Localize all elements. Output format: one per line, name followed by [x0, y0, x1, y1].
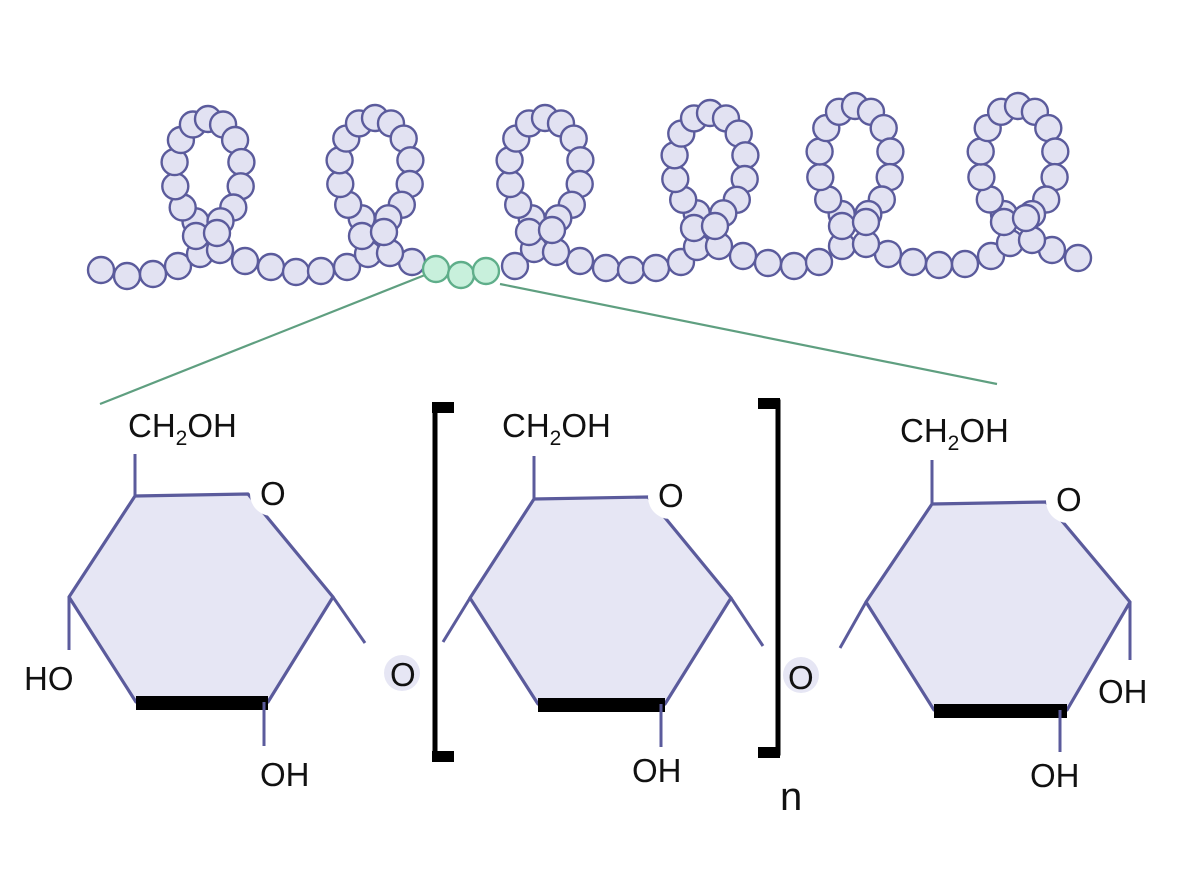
glycosidic-bond-out [729, 597, 765, 647]
ho-label: HO [24, 660, 74, 697]
zoom-line-right [499, 282, 998, 386]
glycosidic-bond-in [441, 597, 472, 643]
highlighted-glucose-bead [471, 256, 501, 286]
glycosidic-oxygen-left: O [384, 655, 420, 693]
glucose-unit-left: CH2OH O HO OH [24, 407, 367, 793]
glucose-bead [1041, 137, 1070, 166]
glucose-bead [591, 253, 621, 283]
glucose-bead [806, 162, 835, 192]
glucose-bead [616, 255, 646, 285]
oh-label: OH [632, 752, 682, 789]
bracket-left [432, 404, 454, 760]
glucose-bead [161, 172, 190, 201]
glucose-bead [967, 162, 996, 192]
glucose-bead [700, 211, 730, 241]
glucose-unit-repeat: CH2OH O OH [441, 407, 765, 789]
bracket-right-cap-bottom [758, 747, 780, 758]
oh-label: OH [260, 756, 310, 793]
ring-oxygen-halo [1046, 479, 1090, 523]
glucose-bead [86, 255, 116, 285]
glucose-bead [566, 146, 595, 175]
helical-chain [86, 91, 1093, 291]
glucose-bead [138, 259, 168, 289]
glucose-ring [864, 500, 1132, 712]
glucose-bead [230, 246, 260, 276]
glucose-bead [326, 169, 355, 199]
repeat-count-label: n [780, 775, 802, 819]
glucose-bead [805, 137, 834, 166]
oh-label-bottom: OH [1030, 757, 1080, 794]
oh-label-right: OH [1098, 673, 1148, 710]
glucose-bead [202, 218, 232, 248]
glucose-unit-right: CH2OH O OH OH [838, 412, 1148, 794]
ring-oxygen-label: O [260, 475, 286, 512]
glycosidic-oxygen-right: O [783, 657, 819, 696]
glucose-bead [1011, 203, 1041, 233]
linkage-oxygen-label: O [788, 659, 814, 696]
ch2oh-label: CH2OH [128, 407, 237, 450]
glucose-bead [369, 217, 399, 247]
bracket-right-cap-top [758, 398, 780, 409]
glucose-bead [898, 247, 928, 277]
ring-oxygen-label: O [658, 477, 684, 514]
glucose-bead [112, 261, 142, 291]
ring-oxygen-halo [648, 475, 692, 519]
oxygen-halo [783, 657, 819, 693]
glucose-bead [227, 147, 256, 177]
glucose-bead [753, 248, 783, 278]
glucose-bead [876, 137, 905, 166]
ch2oh-label: CH2OH [502, 407, 611, 450]
glucose-bead [641, 253, 671, 283]
glucose-bead [804, 247, 834, 277]
zoom-line-left [99, 273, 426, 406]
glucose-bead [306, 256, 336, 286]
bracket-left-cap-bottom [432, 751, 454, 762]
glucose-ring [67, 492, 335, 704]
bracket-left-cap-top [432, 402, 454, 413]
linkage-oxygen-label: O [390, 656, 416, 693]
glucose-bead [827, 211, 857, 241]
highlighted-glucose-bead [421, 254, 451, 284]
glucose-bead [731, 141, 760, 170]
glucose-bead [163, 251, 193, 281]
glucose-bead [950, 249, 980, 279]
glucose-bead [281, 257, 311, 287]
glucose-bead [924, 250, 954, 280]
bracket-right [758, 399, 781, 756]
glucose-bead [1063, 243, 1093, 273]
ring-oxygen-label: O [1056, 481, 1082, 518]
highlighted-glucose-bead [446, 260, 476, 290]
glucose-bead [332, 252, 362, 282]
glucose-bead [1034, 113, 1063, 143]
glycosidic-bond [331, 596, 367, 644]
glucose-ring [468, 495, 733, 706]
glucose-bead [500, 251, 530, 281]
glucose-bead [869, 113, 898, 143]
oxygen-halo [384, 655, 420, 691]
glucose-bead [851, 207, 881, 237]
glucose-bead [661, 164, 690, 194]
ring-oxygen-halo [250, 472, 294, 516]
glycosidic-bond-in [838, 601, 868, 649]
glucose-bead [496, 169, 525, 199]
glucose-bead [396, 146, 425, 175]
glucose-bead [779, 251, 809, 281]
glucose-bead [966, 137, 995, 166]
glucose-bead [256, 252, 286, 282]
glucose-bead [537, 215, 567, 245]
ch2oh-label: CH2OH [900, 412, 1009, 455]
glucose-bead [565, 246, 595, 276]
glucose-bead [728, 241, 758, 271]
